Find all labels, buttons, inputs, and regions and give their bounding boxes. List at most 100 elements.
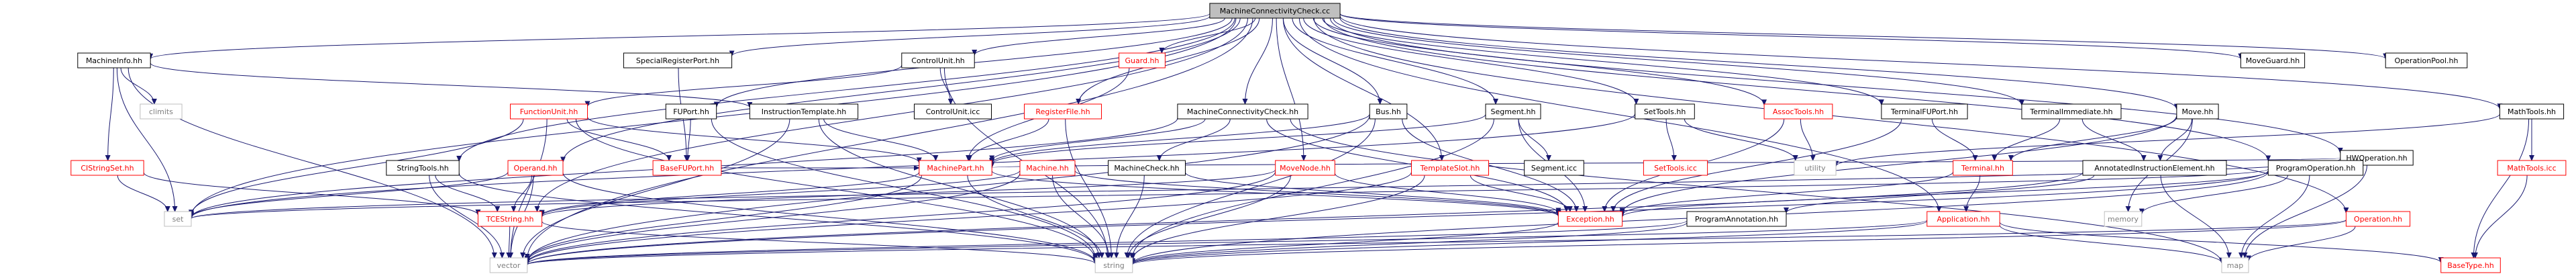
node-Segment_hh[interactable]: Segment.hh xyxy=(1485,103,1541,120)
node-box xyxy=(1557,211,1623,227)
edge-CIStringSet_hh-to-set xyxy=(117,175,170,212)
node-label: Segment.icc xyxy=(1531,164,1577,173)
node-SpecialRegisterPort_hh[interactable]: SpecialRegisterPort.hh xyxy=(623,52,733,68)
edge-root-to-TemplateSlot_hh xyxy=(1282,17,1445,161)
edge-MachineInfo_hh-to-InstructionTemplate_hh xyxy=(150,62,753,108)
node-label: ProgramOperation.hh xyxy=(2276,164,2356,173)
node-ControlUnit_hh[interactable]: ControlUnit.hh xyxy=(901,52,975,68)
node-box xyxy=(1369,103,1408,120)
node-box xyxy=(489,257,528,273)
node-box xyxy=(1209,3,1341,19)
node-FunctionUnit_hh[interactable]: FunctionUnit.hh xyxy=(510,103,588,120)
node-label: MachineConnectivityCheck.cc xyxy=(1220,7,1330,15)
node-MachineInfo_hh[interactable]: MachineInfo.hh xyxy=(77,52,151,68)
edge-root-to-Move_hh xyxy=(1339,17,2179,110)
node-MachineCheck_hh[interactable]: MachineCheck.hh xyxy=(1108,160,1186,176)
node-Guard_hh[interactable]: Guard.hh xyxy=(1119,52,1166,68)
edge-ProgramOperation_hh-to-memory xyxy=(2139,175,2288,215)
node-Bus_hh[interactable]: Bus.hh xyxy=(1369,103,1408,120)
node-box xyxy=(1643,160,1708,176)
node-label: AnnotatedInstructionElement.hh xyxy=(2094,164,2214,173)
node-MathTools_icc[interactable]: MathTools.icc xyxy=(2497,160,2567,176)
edge-root-to-Guard_hh xyxy=(1159,17,1256,54)
node-string: string xyxy=(1094,257,1133,273)
node-ControlUnit_icc[interactable]: ControlUnit.icc xyxy=(914,103,992,120)
node-box xyxy=(2497,160,2567,176)
node-MoveGuard_hh[interactable]: MoveGuard.hh xyxy=(2240,52,2306,68)
node-TemplateSlot_hh[interactable]: TemplateSlot.hh xyxy=(1411,160,1489,176)
node-OperationPool_hh[interactable]: OperationPool.hh xyxy=(2385,52,2468,68)
node-Application_hh[interactable]: Application.hh xyxy=(1926,211,2000,227)
node-TerminalFUPort_hh[interactable]: TerminalFUPort.hh xyxy=(1881,103,1968,120)
node-box xyxy=(914,103,992,120)
node-ProgramAnnotation_hh[interactable]: ProgramAnnotation.hh xyxy=(1686,211,1787,227)
node-label: map xyxy=(2227,261,2243,270)
node-SetTools_icc[interactable]: SetTools.icc xyxy=(1643,160,1708,176)
node-Exception_hh[interactable]: Exception.hh xyxy=(1557,211,1623,227)
node-Terminal_hh[interactable]: Terminal.hh xyxy=(1953,160,2013,176)
node-box xyxy=(1953,160,2013,176)
edge-Terminal_hh-to-Application_hh xyxy=(1963,175,1981,212)
node-MachinePart_hh[interactable]: MachinePart.hh xyxy=(919,160,992,176)
node-box xyxy=(1485,103,1541,120)
node-BaseFUPort_hh[interactable]: BaseFUPort.hh xyxy=(652,160,722,176)
node-Operand_hh[interactable]: Operand.hh xyxy=(507,160,564,176)
node-TCEString_hh[interactable]: TCEString.hh xyxy=(477,211,543,227)
edge-root-to-ProgramOperation_hh xyxy=(1323,17,2271,162)
edge-root-to-MoveNode_hh xyxy=(1276,17,1306,161)
edge-HWOperation_hh-to-map xyxy=(2242,165,2367,259)
node-label: TCEString.hh xyxy=(486,215,534,224)
edge-TemplateSlot_hh-to-vector xyxy=(524,171,1412,265)
edge-Operation_hh-to-vector xyxy=(525,219,2347,266)
node-box xyxy=(2240,52,2306,68)
edge-root-to-StringTools_hh xyxy=(456,17,1235,162)
edge-MathTools_hh-to-utility xyxy=(1833,113,2500,167)
node-box xyxy=(2267,160,2364,176)
edge-MachineCheck_hh-to-Exception_hh xyxy=(1185,172,1561,216)
node-AnnotatedInstructionElement_hh[interactable]: AnnotatedInstructionElement.hh xyxy=(2082,160,2227,176)
node-StringTools_hh[interactable]: StringTools.hh xyxy=(386,160,460,176)
node-box xyxy=(1019,160,1076,176)
node-label: utility xyxy=(1804,164,1826,173)
node-FUPort_hh[interactable]: FUPort.hh xyxy=(665,103,717,120)
node-TerminalImmediate_hh[interactable]: TerminalImmediate.hh xyxy=(2021,103,2122,120)
edge-Operation_hh-to-string xyxy=(1130,220,2347,265)
edge-SetTools_hh-to-SetTools_icc xyxy=(1665,118,1677,161)
node-ProgramOperation_hh[interactable]: ProgramOperation.hh xyxy=(2267,160,2364,176)
edge-root-to-Segment_hh xyxy=(1292,17,1498,105)
edge-ControlUnit_hh-to-ControlUnit_icc xyxy=(939,67,954,105)
node-Machine_hh[interactable]: Machine.hh xyxy=(1019,160,1076,176)
node-Operation_hh[interactable]: Operation.hh xyxy=(2345,211,2411,227)
edge-TerminalImmediate_hh-to-AnnotatedInstructionElement_hh xyxy=(2081,118,2147,161)
node-box xyxy=(2385,52,2468,68)
node-label: Exception.hh xyxy=(1566,215,1614,224)
edge-root-to-SpecialRegisterPort_hh xyxy=(729,15,1210,57)
node-MoveNode_hh[interactable]: MoveNode.hh xyxy=(1275,160,1335,176)
node-label: AssocTools.hh xyxy=(1773,107,1824,116)
node-box xyxy=(2221,257,2249,273)
node-root[interactable]: MachineConnectivityCheck.cc xyxy=(1209,3,1341,19)
node-Move_hh[interactable]: Move.hh xyxy=(2176,103,2219,120)
node-BaseType_hh[interactable]: BaseType.hh xyxy=(2440,257,2501,273)
edge-TerminalFUPort_hh-to-Terminal_hh xyxy=(1931,118,1978,161)
node-CIStringSet_hh[interactable]: CIStringSet.hh xyxy=(70,160,144,176)
edge-Application_hh-to-map xyxy=(1999,224,2224,264)
node-layer: MachineConnectivityCheck.ccMachineInfo.h… xyxy=(70,3,2567,273)
node-box xyxy=(1119,52,1166,68)
node-SetTools_hh[interactable]: SetTools.hh xyxy=(1635,103,1695,120)
edge-root-to-TCEString_hh xyxy=(534,17,1248,212)
node-AssocTools_hh[interactable]: AssocTools.hh xyxy=(1763,103,1833,120)
node-RegisterFile_hh[interactable]: RegisterFile.hh xyxy=(1024,103,1102,120)
node-MachineConnectivityCheck_hh[interactable]: MachineConnectivityCheck.hh xyxy=(1177,103,1308,120)
node-label: ControlUnit.hh xyxy=(911,56,965,65)
edge-RegisterFile_hh-to-string xyxy=(1065,118,1115,259)
node-label: SpecialRegisterPort.hh xyxy=(636,56,719,65)
node-InstructionTemplate_hh[interactable]: InstructionTemplate.hh xyxy=(749,103,859,120)
node-box xyxy=(901,52,975,68)
edge-ProgramOperation_hh-to-map xyxy=(2238,175,2310,259)
node-Segment_icc[interactable]: Segment.icc xyxy=(1524,160,1584,176)
node-label: BaseFUPort.hh xyxy=(660,164,714,173)
edge-root-to-HWOperation_hh xyxy=(1330,17,2343,154)
node-label: Operation.hh xyxy=(2354,215,2402,224)
node-MathTools_hh[interactable]: MathTools.hh xyxy=(2499,103,2565,120)
